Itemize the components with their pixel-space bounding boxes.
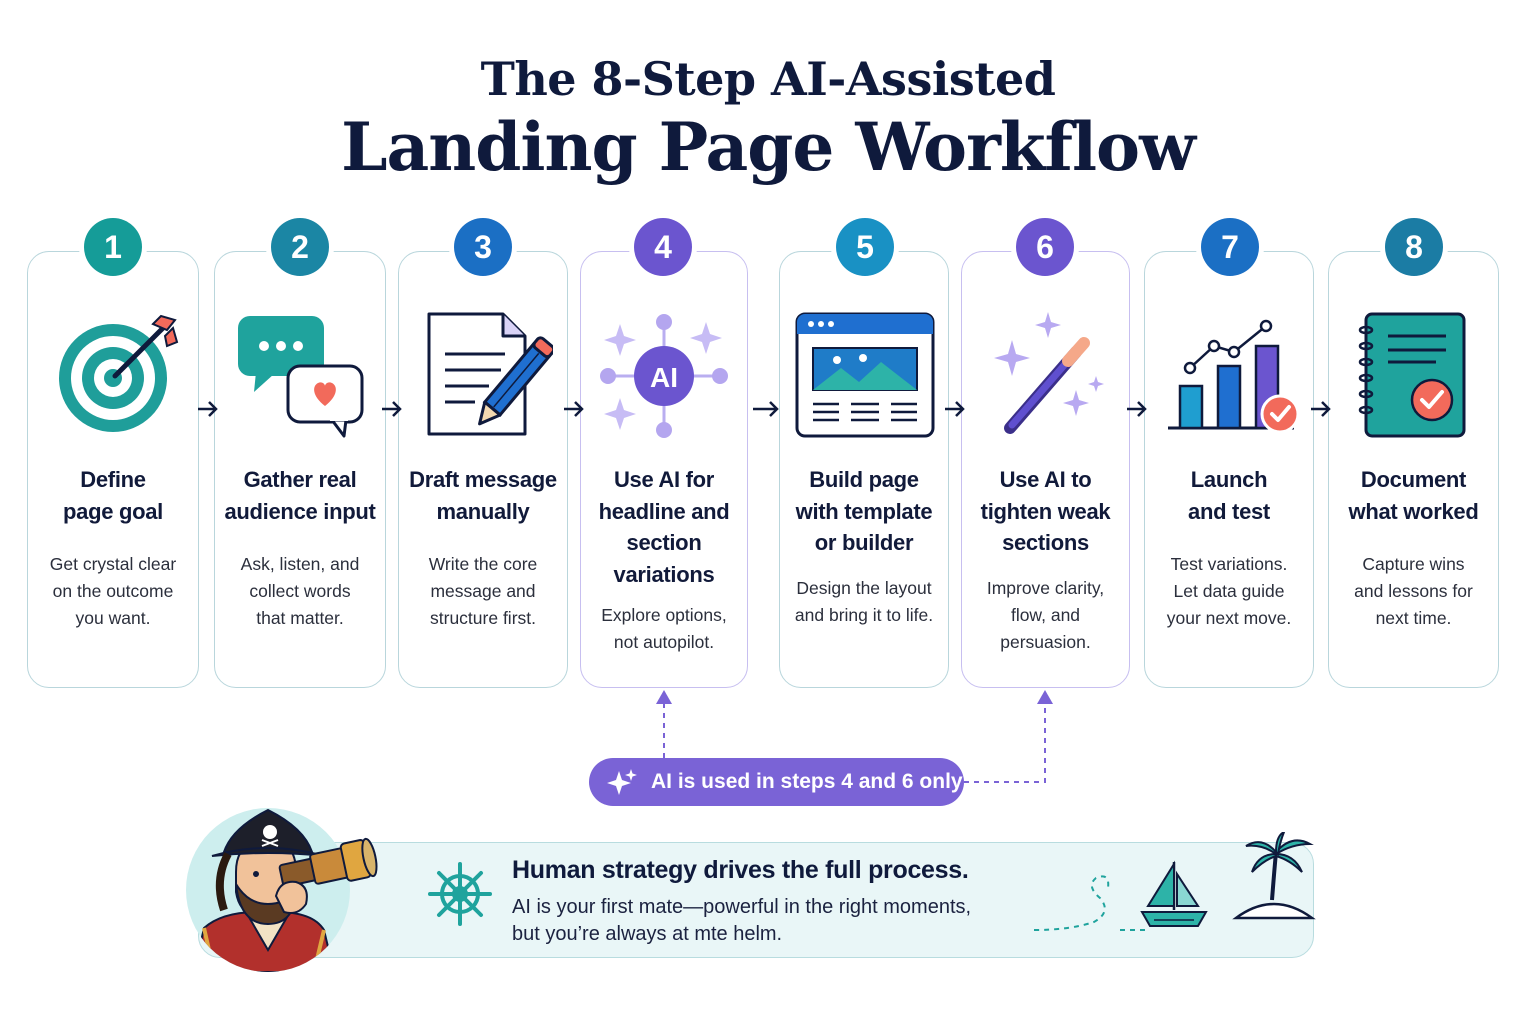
arrow-right-icon	[382, 401, 402, 417]
arrow-right-icon	[945, 401, 965, 417]
ship-wheel-icon	[428, 862, 492, 926]
arrow-right-icon	[564, 401, 584, 417]
bottom-banner	[198, 842, 1314, 958]
step-number-badge: 7	[1201, 218, 1259, 276]
sparkle-icon	[607, 769, 637, 795]
ai-network-icon: AI	[600, 314, 728, 438]
chat-bubbles-icon	[238, 316, 364, 438]
notebook-check-icon	[1358, 312, 1466, 438]
ai-usage-note: AI is used in steps 4 and 6 only	[589, 758, 964, 806]
arrow-right-icon	[753, 401, 779, 417]
pirate-with-telescope-icon	[186, 808, 378, 972]
step-number-badge: 2	[271, 218, 329, 276]
step-number-badge: 5	[836, 218, 894, 276]
arrow-right-icon	[1311, 401, 1331, 417]
step-number-badge: 4	[634, 218, 692, 276]
title-line-1: The 8-Step AI-Assisted	[480, 52, 1056, 106]
banner-subtext: AI is your first mate—powerful in the ri…	[512, 896, 972, 945]
document-pencil-icon	[427, 312, 553, 436]
magic-wand-icon	[994, 312, 1104, 434]
step-number-badge: 3	[454, 218, 512, 276]
bar-chart-icon	[1168, 319, 1300, 434]
step-number-badge: 8	[1385, 218, 1443, 276]
browser-template-icon	[795, 312, 935, 438]
banner-headline: Human strategy drives the full process.	[512, 856, 969, 884]
step-number-badge: 1	[84, 218, 142, 276]
ai-usage-label: AI is used in steps 4 and 6 only	[651, 770, 963, 793]
arrow-right-icon	[1127, 401, 1147, 417]
title-line-2: Landing Page Workflow	[341, 108, 1196, 186]
target-icon	[59, 314, 179, 432]
dotted-path-icon	[1033, 875, 1148, 931]
arrow-right-icon	[198, 401, 218, 417]
step-description: Explore options,not autopilot.	[601, 605, 727, 652]
sailboat-icon	[1140, 860, 1208, 927]
svg-text:AI: AI	[650, 362, 678, 393]
step-card-7	[1144, 251, 1314, 688]
step-number-badge: 6	[1016, 218, 1074, 276]
palm-island-icon	[1232, 832, 1316, 920]
